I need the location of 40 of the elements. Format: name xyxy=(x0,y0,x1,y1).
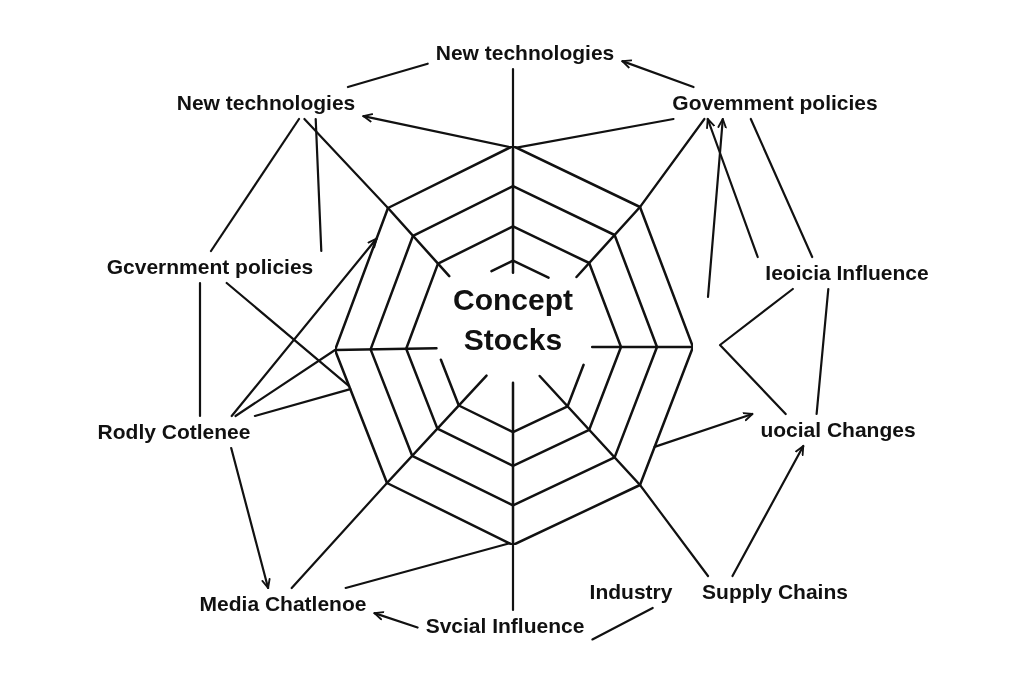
arrow xyxy=(653,412,754,448)
connector-line xyxy=(198,281,202,418)
connector-line xyxy=(591,606,654,641)
topic-label: Supply Chains xyxy=(694,576,856,608)
connector-line xyxy=(314,117,323,253)
arrow xyxy=(362,113,512,149)
connector-line xyxy=(815,287,830,416)
topic-label: Gcvernment policies xyxy=(98,251,322,283)
connector-line xyxy=(209,117,301,253)
connector-line xyxy=(346,62,429,89)
connector-line xyxy=(515,117,675,149)
connector-line xyxy=(253,388,352,418)
connector-line xyxy=(234,348,337,418)
connector-line xyxy=(290,481,389,590)
center-title: Concept Stocks xyxy=(452,282,574,358)
arrow xyxy=(373,611,419,629)
connector-line xyxy=(749,117,814,259)
connector-line xyxy=(344,542,511,590)
arrow xyxy=(731,444,805,578)
connector-line xyxy=(638,483,710,578)
topic-label: Govemment policies xyxy=(664,87,886,119)
connector-line xyxy=(303,117,390,210)
topic-label: New technologies xyxy=(168,87,364,119)
connector-line xyxy=(718,287,794,416)
topic-label: uocial Changes xyxy=(752,414,924,446)
arrow xyxy=(230,237,378,418)
topic-label: New technologies xyxy=(427,37,623,69)
topic-label: Media Chatlenoe xyxy=(191,588,375,620)
arrow xyxy=(230,446,271,590)
topic-label: Rodly Cotlenee xyxy=(89,416,259,448)
arrow xyxy=(706,117,759,259)
topic-label: Ieoicia Influence xyxy=(757,257,937,289)
arrow xyxy=(706,117,727,299)
arrow xyxy=(621,59,695,89)
connector-line xyxy=(511,67,515,148)
connector-line xyxy=(225,281,351,388)
connector-line xyxy=(511,543,515,612)
topic-label: Industry xyxy=(581,576,681,608)
connector-line xyxy=(638,117,706,209)
topic-label: Svcial Influence xyxy=(417,610,593,642)
